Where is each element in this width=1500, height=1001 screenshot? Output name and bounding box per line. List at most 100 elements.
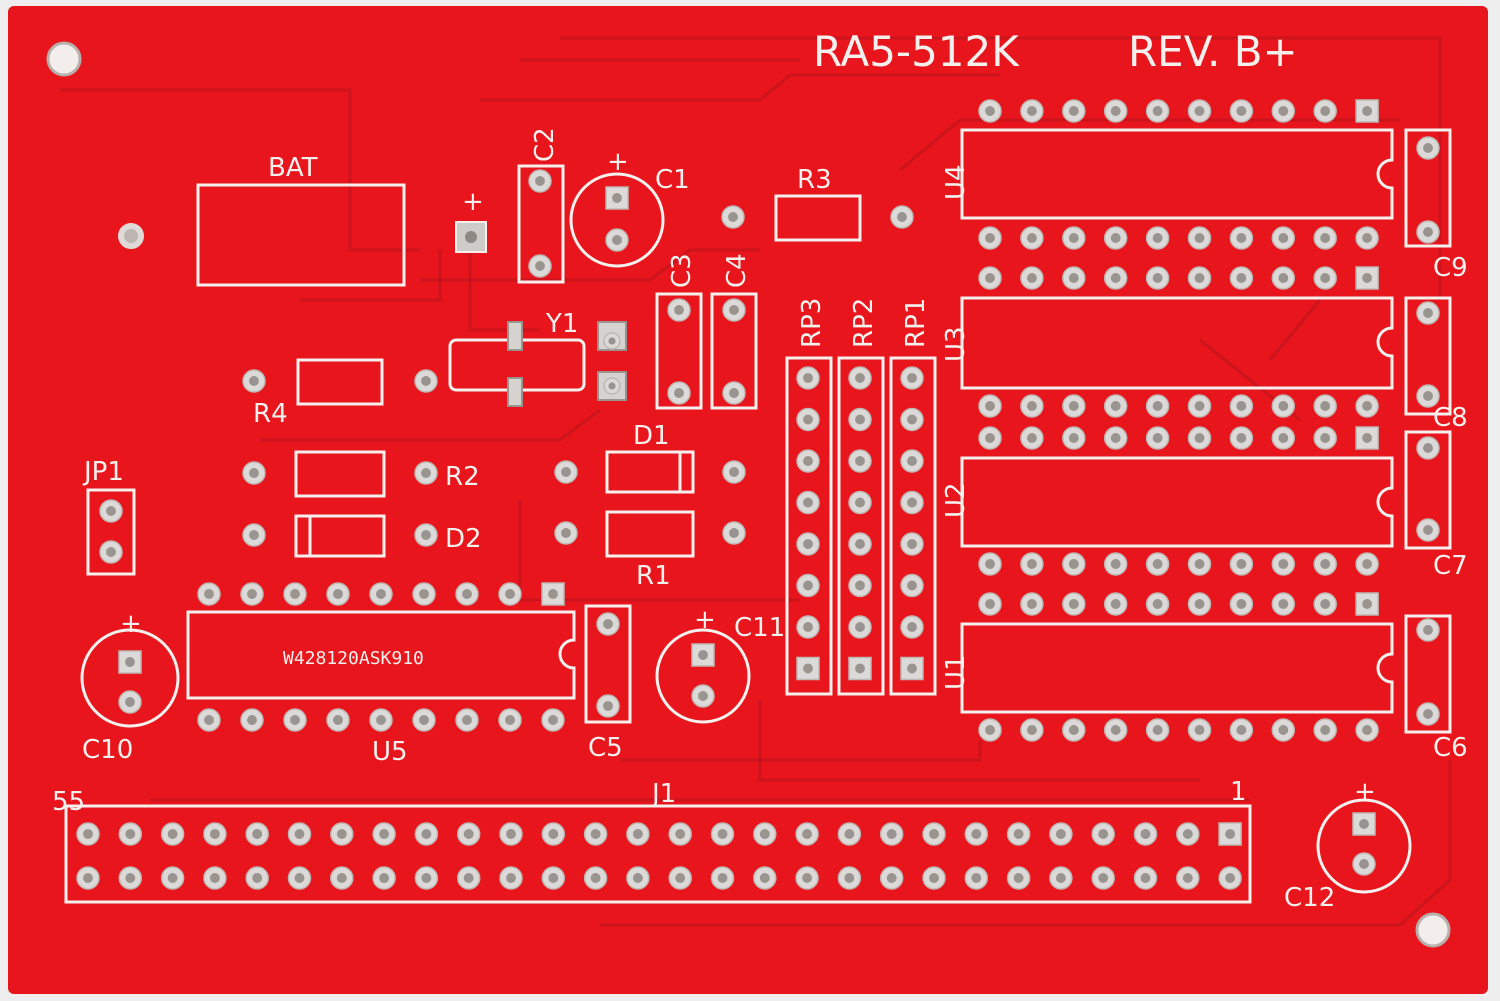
y1-pad-4-hole <box>608 382 616 390</box>
u2-pad-top-5-hole <box>1152 433 1163 443</box>
u2-pad-bottom-7-hole <box>1236 559 1247 569</box>
label-u4: U4 <box>941 164 971 200</box>
c9-outline <box>1404 128 1452 248</box>
rp3-pad-1-hole <box>803 373 813 383</box>
u5-pad-top-8-hole <box>505 589 515 599</box>
rp1-pad-1-hole <box>907 373 917 383</box>
c8-pad-1-hole <box>1423 308 1433 318</box>
label-jp1: JP1 <box>82 457 124 487</box>
c3-outline <box>655 292 703 410</box>
u2-pad-top-7-hole <box>1236 433 1247 443</box>
u5-pad-bottom-7-hole <box>462 715 472 725</box>
label-r4: R4 <box>253 399 288 429</box>
rp2-outline <box>837 356 885 696</box>
u2-pad-top-9-hole <box>1320 433 1331 443</box>
u4-pad-top-5-hole <box>1152 106 1163 116</box>
c12-outline <box>1316 798 1412 894</box>
label-u1: U1 <box>941 654 971 690</box>
r3-pad-2-hole <box>897 212 907 222</box>
j1-pad-bottom-26-hole <box>1140 873 1151 883</box>
label-r1: R1 <box>636 561 671 591</box>
label-bat-plus: + <box>462 187 484 217</box>
j1-pad-top-1-hole <box>83 829 93 839</box>
r2-outline <box>294 450 386 498</box>
u5-pad-bottom-5-hole <box>376 715 386 725</box>
u3-pad-top-1-hole <box>985 273 995 283</box>
j1-pad-top-14-hole <box>632 829 643 839</box>
rp2-pad-6-hole <box>855 580 865 591</box>
u4-pad-top-9-hole <box>1320 106 1331 116</box>
label-bat: BAT <box>268 153 318 183</box>
j1-pad-top-9-hole <box>421 829 432 839</box>
c10-pad-plus-hole <box>125 657 135 667</box>
j1-pad-top-7-hole <box>336 829 347 839</box>
label-j1: J1 <box>650 779 676 809</box>
j1-pad-bottom-14-hole <box>632 873 643 883</box>
label-c8: C8 <box>1433 403 1468 433</box>
r1-pad-1-hole <box>561 528 571 538</box>
c1-pad-plus-hole <box>612 193 622 203</box>
u4-pad-top-10-hole <box>1362 106 1373 116</box>
u5-pad-top-4-hole <box>333 589 343 599</box>
board-revision: REV. B+ <box>1128 27 1298 76</box>
label-rp1: RP1 <box>901 298 931 348</box>
label-c12-plus: + <box>1354 777 1376 807</box>
u4-outline <box>960 128 1394 220</box>
u1-pad-top-1-hole <box>985 599 995 609</box>
label-c9: C9 <box>1433 253 1468 283</box>
d1-outline <box>605 450 695 494</box>
y1-pad-3-hole <box>608 337 616 345</box>
u4-pad-top-1-hole <box>985 106 995 116</box>
c7-pad-1-hole <box>1423 443 1433 453</box>
c12-pad-plus-hole <box>1359 819 1369 829</box>
u2-pad-top-1-hole <box>985 433 995 443</box>
u1-pad-top-9-hole <box>1320 599 1331 609</box>
j1-pad-top-8-hole <box>379 829 390 839</box>
c11-pad-plus-hole <box>698 650 708 660</box>
u2-pad-bottom-10-hole <box>1362 559 1373 569</box>
j1-pad-bottom-19-hole <box>844 873 855 883</box>
u2-pad-bottom-9-hole <box>1320 559 1331 569</box>
u3-pad-top-4-hole <box>1110 273 1121 283</box>
c5-pad-2-hole <box>603 701 613 711</box>
label-c3: C3 <box>667 253 697 288</box>
u3-pad-bottom-5-hole <box>1152 401 1163 411</box>
rp2-pad-1-hole <box>855 373 865 383</box>
u5-pad-top-1-hole <box>204 589 214 599</box>
r4-outline <box>296 358 384 406</box>
u4-pad-bottom-7-hole <box>1236 233 1247 243</box>
u3-pad-bottom-1-hole <box>985 401 995 411</box>
c10-outline <box>80 628 180 728</box>
mounting-holes <box>46 41 1451 948</box>
rp1-pad-8-hole <box>907 663 917 674</box>
j1-pad-top-19-hole <box>844 829 855 839</box>
u2-pad-top-6-hole <box>1194 433 1205 443</box>
j1-outline <box>64 804 1252 904</box>
d2-outline <box>294 514 386 558</box>
j1-pad-bottom-18-hole <box>802 873 813 883</box>
label-c10-plus: + <box>120 609 142 639</box>
u5-pad-top-2-hole <box>247 589 257 599</box>
j1-pad-top-21-hole <box>929 829 939 839</box>
j1-pad-top-4-hole <box>209 829 220 839</box>
j1-pad-top-28-hole <box>1225 829 1236 839</box>
rp2-pad-7-hole <box>855 622 865 632</box>
j1-pad-bottom-21-hole <box>929 873 939 883</box>
c3-pad-2-hole <box>674 388 684 398</box>
j1-pad-top-16-hole <box>717 829 728 839</box>
y1-pad-bottom <box>507 377 523 407</box>
u2-pad-top-8-hole <box>1278 433 1289 443</box>
label-c10: C10 <box>82 735 133 765</box>
u1-pad-bottom-4-hole <box>1110 725 1121 735</box>
rp1-pad-4-hole <box>907 497 917 508</box>
label-c4: C4 <box>722 253 752 288</box>
rp2-pad-8-hole <box>855 663 865 674</box>
j1-pad-top-25-hole <box>1098 829 1109 839</box>
j1-pad-top-15-hole <box>675 829 686 839</box>
rp2-pad-4-hole <box>855 497 865 508</box>
rp3-pad-2-hole <box>803 414 813 425</box>
battery-footprint <box>196 183 487 287</box>
label-j1-pin-55: 55 <box>52 787 85 817</box>
u3-pad-bottom-2-hole <box>1026 401 1037 411</box>
